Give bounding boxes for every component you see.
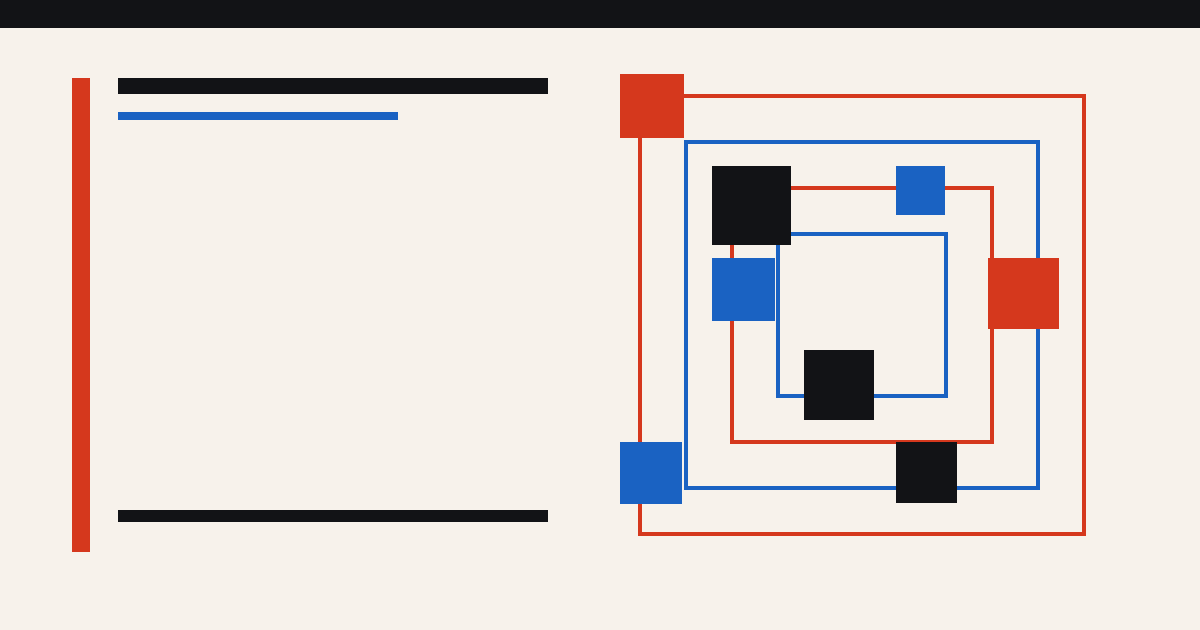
blue-square-middle-left [712, 258, 775, 321]
red-square-top-left [620, 74, 684, 138]
canvas-background [0, 28, 1200, 630]
black-square-bottom [896, 442, 957, 503]
blue-square-upper-right [896, 166, 945, 215]
footer-placeholder-bar [118, 510, 548, 522]
title-placeholder-bar [118, 78, 548, 94]
red-square-right [988, 258, 1059, 329]
black-square-center [804, 350, 874, 420]
red-accent-bar [72, 78, 90, 552]
blue-square-bottom-left [620, 442, 682, 504]
top-bar [0, 0, 1200, 28]
subtitle-placeholder-bar [118, 112, 398, 120]
outer-red-frame [638, 94, 1086, 536]
black-square-upper [712, 166, 791, 245]
